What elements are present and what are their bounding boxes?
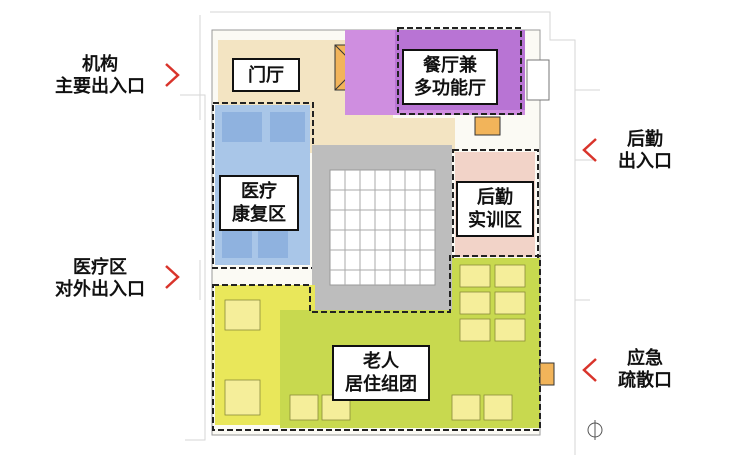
zone-label-elderly: 老人 居住组团 [332, 345, 430, 401]
site-lines [180, 11, 600, 455]
side-stair [526, 59, 550, 101]
elderly-rooms [224, 264, 526, 421]
entrance-label-emergency: 应急 疏散口 [618, 348, 672, 390]
medical-rooms [222, 112, 305, 258]
entrance-label-institution: 机构 主要出入口 [55, 54, 145, 96]
elderly-border [212, 255, 541, 431]
zone-label-lobby: 门厅 [232, 58, 300, 92]
zone-label-dining: 餐厅兼 多功能厅 [402, 49, 498, 105]
entrance-label-logistics: 后勤 出入口 [618, 129, 672, 171]
arrow-medical-icon [165, 265, 180, 289]
service-stair [474, 116, 501, 136]
entrance-label-medical: 医疗区 对外出入口 [55, 257, 145, 299]
courtyard-core [329, 169, 436, 286]
zone-label-logistics: 后勤 实训区 [456, 181, 534, 237]
zone-label-medical: 医疗 康复区 [219, 175, 299, 231]
arrow-logistics-icon [582, 138, 597, 162]
dining-border [397, 27, 522, 115]
entrance-arrows [165, 63, 597, 382]
emergency-stair [539, 362, 555, 386]
arrow-institution-icon [165, 63, 180, 87]
arrow-emergency-icon [582, 358, 597, 382]
courtyard-grid [330, 170, 435, 285]
